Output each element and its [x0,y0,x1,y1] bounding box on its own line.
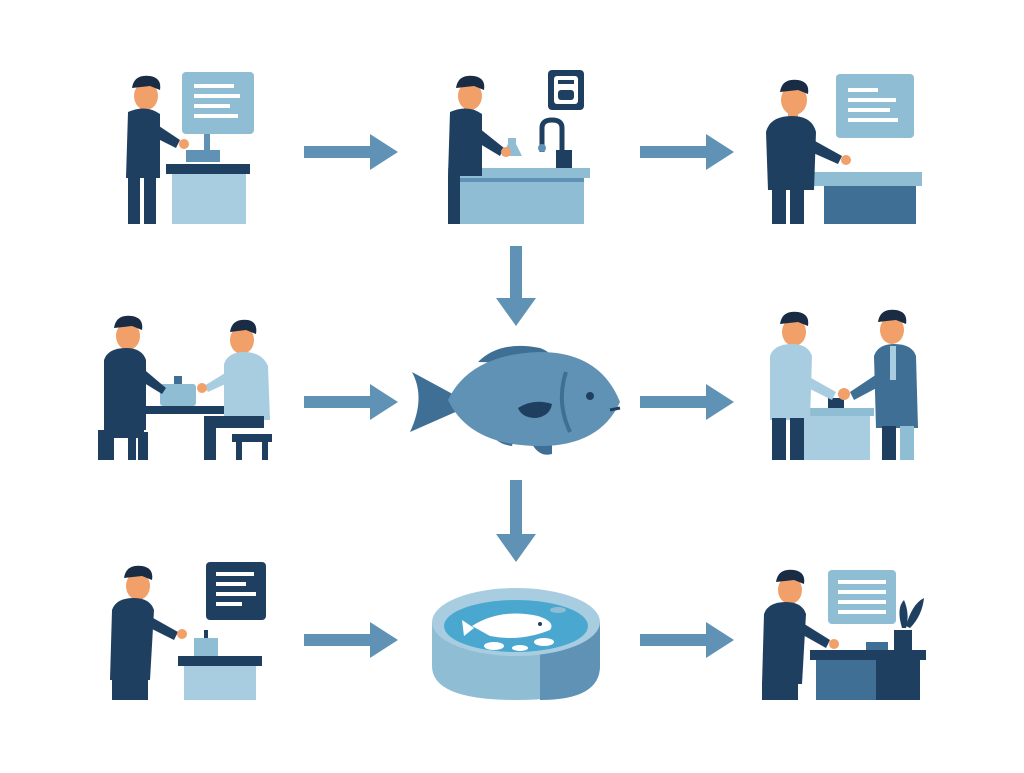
arrow-down-2 [496,480,536,562]
person-at-desk-with-plant-icon [762,569,926,700]
arrow-right-4 [640,384,734,420]
fish-tank-icon [432,588,600,700]
handshake-icon [770,309,918,460]
person-at-lab-sink-icon [448,70,590,224]
arrow-right-1 [304,134,398,170]
arrow-right-5 [304,622,398,658]
person-at-counter-with-screen-icon [766,74,922,224]
arrow-right-3 [304,384,398,420]
person-at-podium-with-board-icon [110,562,266,700]
fish-icon [410,345,621,455]
arrow-right-2 [640,134,734,170]
arrow-down-1 [496,246,536,326]
two-people-at-table-icon [98,315,272,460]
arrow-right-6 [640,622,734,658]
person-at-desk-with-monitor-icon [126,72,254,224]
